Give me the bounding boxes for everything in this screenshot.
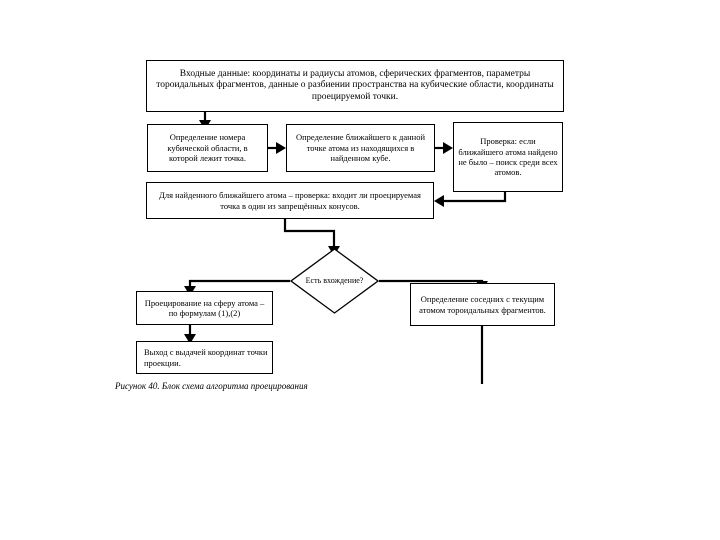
edge-cones-to-decision bbox=[283, 219, 336, 248]
node-check-forbidden-cones-label: Для найденного ближайшего атома – провер… bbox=[159, 190, 421, 211]
node-project-onto-atom-sphere: Проецирование на сферу атома – по формул… bbox=[136, 291, 273, 325]
node-input-data: Входные данные: координаты и радиусы ато… bbox=[146, 60, 564, 112]
node-determine-neighbor-toroidal-fragments-label: Определение соседних с текущим атомом то… bbox=[419, 294, 546, 315]
node-check-forbidden-cones: Для найденного ближайшего атома – провер… bbox=[146, 182, 434, 219]
figure-caption-text: Рисунок 40. Блок схема алгоритма проецир… bbox=[115, 381, 308, 391]
node-project-onto-atom-sphere-label: Проецирование на сферу атома – по формул… bbox=[144, 297, 265, 318]
figure-caption: Рисунок 40. Блок схема алгоритма проецир… bbox=[115, 381, 308, 391]
node-check-search-all-atoms: Проверка: если ближайшего атома найдено … bbox=[453, 122, 563, 192]
node-output-projection-coordinates-label: Выход с выдачей координат точки проекции… bbox=[144, 347, 268, 368]
edge-check-to-cones bbox=[442, 192, 507, 203]
node-determine-neighbor-toroidal-fragments: Определение соседних с текущим атомом то… bbox=[410, 283, 555, 326]
node-output-projection-coordinates: Выход с выдачей координат точки проекции… bbox=[136, 341, 273, 374]
node-check-search-all-atoms-label: Проверка: если ближайшего атома найдено … bbox=[458, 136, 558, 178]
node-determine-nearest-atom: Определение ближайшего к данной точке ат… bbox=[286, 124, 435, 172]
node-determine-cube-number-label: Определение номера кубической области, в… bbox=[167, 132, 248, 164]
decision-diamond-shape bbox=[290, 248, 379, 314]
edge-decision-to-project bbox=[188, 279, 290, 288]
node-determine-cube-number: Определение номера кубической области, в… bbox=[147, 124, 268, 172]
node-input-data-label: Входные данные: координаты и радиусы ато… bbox=[156, 68, 554, 102]
node-decision-inclusion: Есть вхождение? bbox=[290, 248, 379, 314]
node-determine-nearest-atom-label: Определение ближайшего к данной точке ат… bbox=[295, 132, 426, 164]
